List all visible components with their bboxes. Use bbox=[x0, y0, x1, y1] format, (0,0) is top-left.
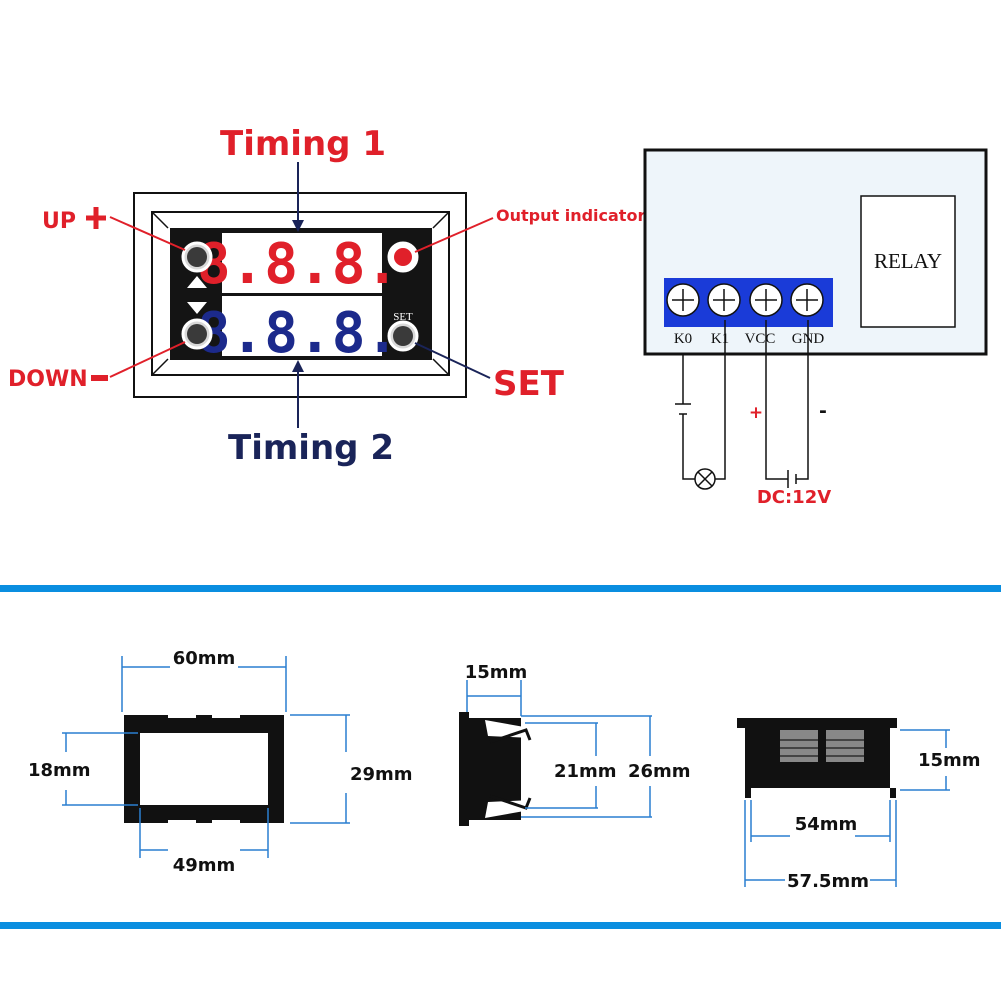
terminal-vcc: VCC bbox=[745, 331, 776, 347]
output-indicator-label: Output indicator bbox=[496, 206, 645, 225]
dim-side-depth: 15mm bbox=[465, 662, 528, 683]
relay-label: RELAY bbox=[874, 249, 942, 273]
set-button-text: SET bbox=[393, 311, 413, 323]
timing2-label: Timing 2 bbox=[228, 428, 394, 468]
terminal-k0: K0 bbox=[674, 331, 692, 347]
display-timing1 bbox=[222, 233, 382, 293]
divider-bottom bbox=[0, 922, 1001, 929]
terminal-k1: K1 bbox=[711, 331, 729, 347]
down-arrow-icon bbox=[187, 302, 207, 314]
down-label: DOWN bbox=[8, 367, 88, 392]
display-bottom-digits: 8.8.8. bbox=[197, 301, 399, 366]
wiring-module: RELAY K0 K1 VCC GND bbox=[643, 148, 988, 356]
up-arrow-icon bbox=[187, 276, 207, 288]
front-callouts bbox=[109, 162, 494, 428]
relay-box bbox=[860, 195, 956, 328]
dim-top-outer-width: 57.5mm bbox=[787, 871, 869, 892]
divider-top bbox=[0, 585, 1001, 592]
front-panel: 8.8.8. 8.8.8. SET bbox=[133, 192, 467, 398]
front-dimension-lines bbox=[62, 656, 350, 858]
display-top-digits: 8.8.8. bbox=[197, 232, 399, 297]
side-outline bbox=[459, 712, 532, 826]
dim-front-height: 29mm bbox=[350, 764, 413, 785]
dim-front-inner-height: 18mm bbox=[28, 760, 91, 781]
up-label: UP bbox=[42, 209, 76, 234]
timing1-label: Timing 1 bbox=[220, 124, 386, 164]
dim-side-inner: 21mm bbox=[554, 761, 617, 782]
display-timing2 bbox=[222, 296, 382, 356]
minus-sign: - bbox=[819, 400, 827, 422]
top-outline bbox=[737, 718, 897, 798]
plus-sign: + bbox=[749, 403, 763, 423]
plus-icon bbox=[86, 207, 106, 229]
dim-front-width: 60mm bbox=[173, 648, 236, 669]
set-label: SET bbox=[493, 364, 565, 404]
top-dimension-lines bbox=[744, 729, 950, 887]
supply-label: DC:12V bbox=[757, 487, 831, 508]
dim-side-outer: 26mm bbox=[628, 761, 691, 782]
dim-top-inner-width: 54mm bbox=[795, 814, 858, 835]
dim-front-inner-width: 49mm bbox=[173, 855, 236, 876]
dim-top-height: 15mm bbox=[918, 750, 981, 771]
front-outline bbox=[124, 712, 284, 826]
side-dimension-lines bbox=[466, 680, 652, 818]
wiring-lines bbox=[675, 320, 809, 490]
